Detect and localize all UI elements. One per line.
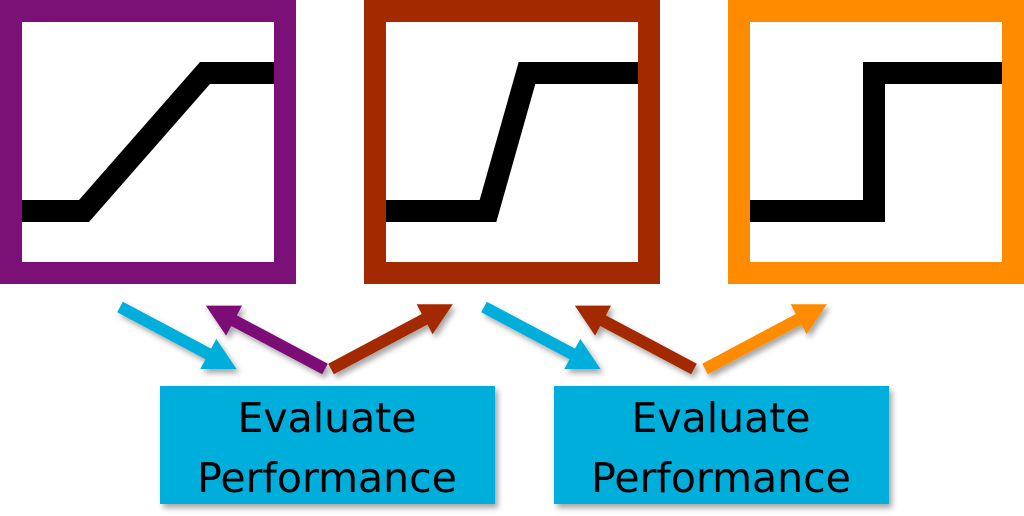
arrow-eval1-to-panel1	[205, 305, 328, 375]
evaluate-label-line1: Evaluate	[631, 394, 810, 442]
panel-border	[0, 0, 296, 284]
arrow-panel2-to-eval2	[481, 301, 601, 369]
gradual-ramp-panel	[0, 0, 296, 284]
evaluate-box-background	[554, 386, 889, 504]
arrow-right-down-icon	[481, 301, 601, 369]
gradual-ramp-curve	[22, 62, 274, 222]
arrow-eval2-to-panel3	[702, 304, 827, 375]
evaluate-box-1: Evaluate Performance	[160, 386, 495, 504]
arrow-up-right-icon	[702, 304, 827, 375]
arrows	[117, 301, 827, 375]
step-function-curve	[750, 62, 1002, 222]
arrow-up-left-icon	[205, 305, 328, 375]
arrow-right-down-icon	[117, 301, 237, 369]
steep-ramp-curve	[386, 62, 638, 222]
evaluate-label-line2: Performance	[591, 454, 851, 502]
steeper-ramp-panel	[364, 0, 660, 284]
step-function-panel	[728, 0, 1024, 284]
evaluate-box-background	[160, 386, 495, 504]
arrow-panel1-to-eval1	[117, 301, 237, 369]
arrow-up-right-icon	[328, 304, 453, 375]
arrow-eval2-to-panel2	[574, 305, 697, 375]
evaluate-label-line1: Evaluate	[237, 394, 416, 442]
arrow-up-left-icon	[574, 305, 697, 375]
evaluate-label-line2: Performance	[197, 454, 457, 502]
evaluate-box-2: Evaluate Performance	[554, 386, 889, 504]
arrow-eval1-to-panel2	[328, 304, 453, 375]
